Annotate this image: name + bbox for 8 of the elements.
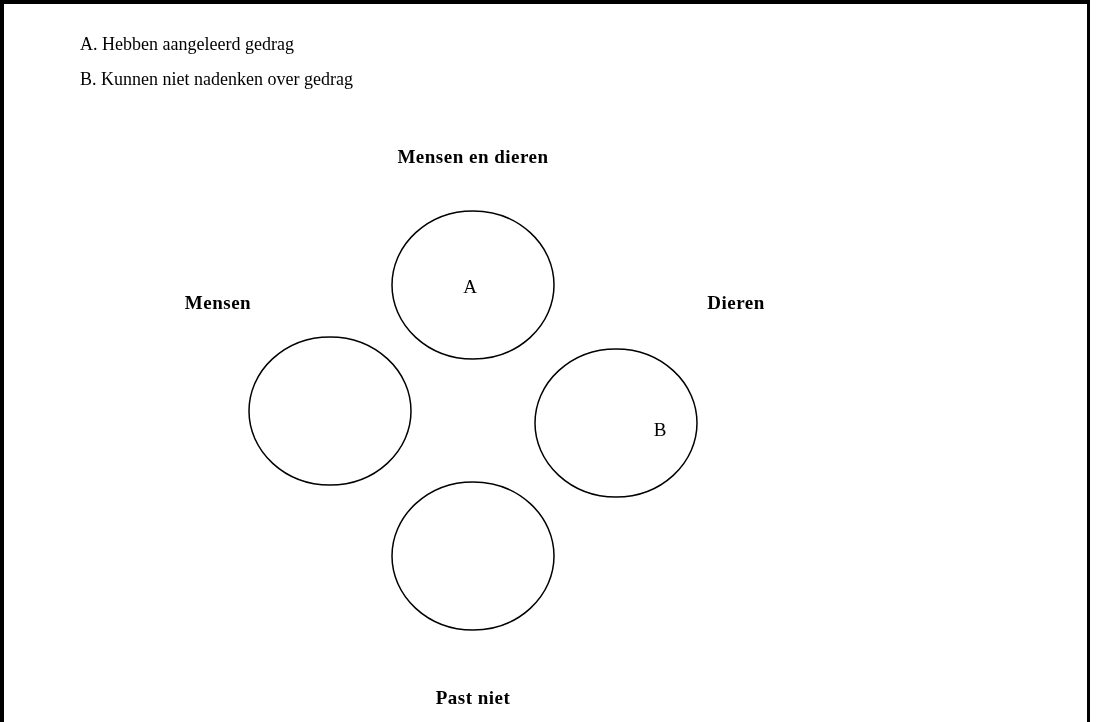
list-item: A. Hebben aangeleerd gedrag <box>80 34 294 55</box>
category-heading: Mensen en dieren <box>397 146 549 168</box>
category-heading: Past niet <box>435 687 511 709</box>
category-heading: Mensen <box>184 292 252 314</box>
circle-letter: B <box>653 419 667 441</box>
list-item: B. Kunnen niet nadenken over gedrag <box>80 69 353 90</box>
category-heading: Dieren <box>707 292 765 314</box>
circle-letter: A <box>463 276 477 298</box>
